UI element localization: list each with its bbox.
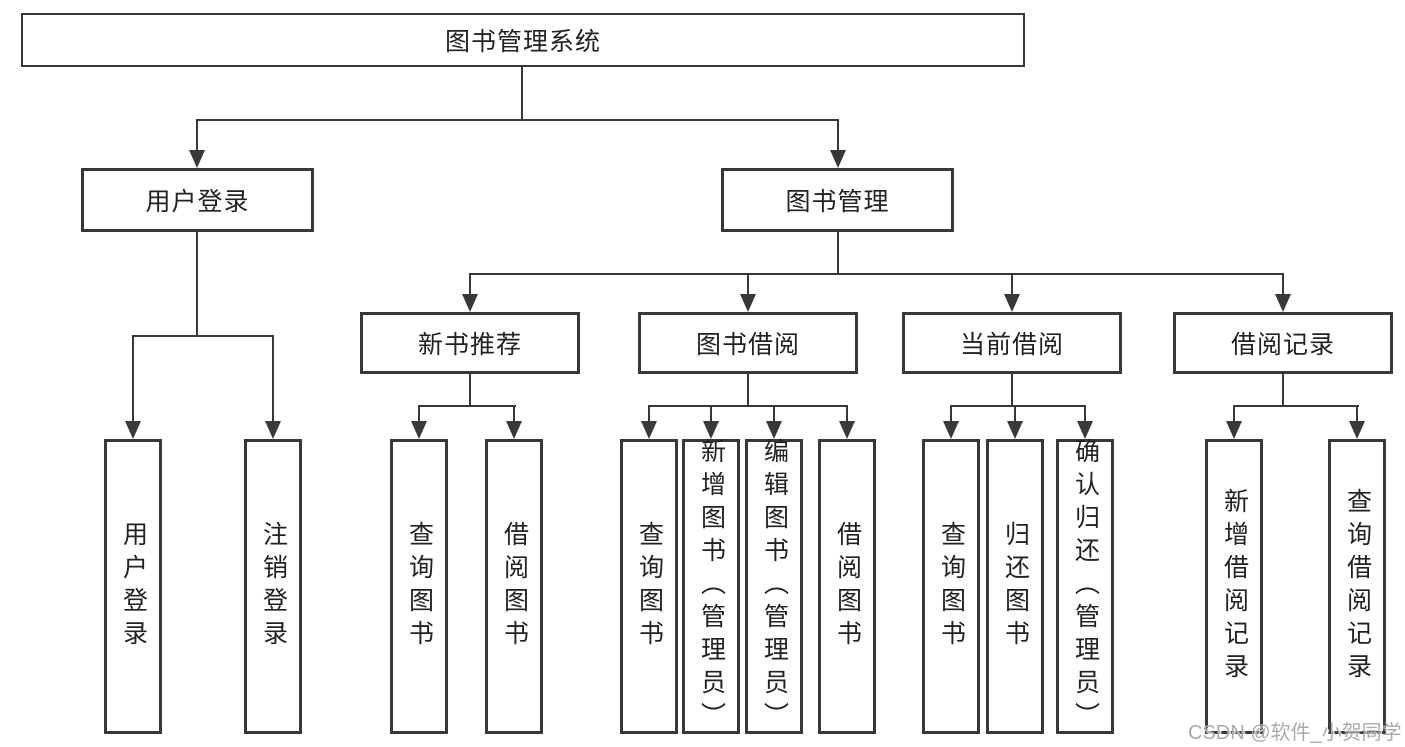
- leaf-query-books-recommend: 查询图书: [390, 439, 448, 734]
- leaf-edit-book-admin-label: 编辑图书（管理员）: [760, 438, 789, 735]
- connector-arrowhead: [411, 421, 427, 439]
- connector-arrowhead: [740, 294, 756, 312]
- connector-line: [469, 273, 471, 299]
- leaf-logout-label: 注销登录: [259, 520, 288, 653]
- leaf-edit-book-admin: 编辑图书（管理员）: [745, 438, 803, 735]
- connector-line: [773, 405, 775, 425]
- connector-arrowhead: [189, 150, 205, 168]
- connector-line: [272, 335, 274, 425]
- connector-arrowhead: [1077, 421, 1093, 439]
- connector-line: [418, 405, 516, 407]
- connector-line: [1233, 405, 1235, 425]
- connector-arrowhead: [641, 421, 657, 439]
- leaf-confirm-return-admin-label: 确认归还（管理员）: [1071, 438, 1100, 735]
- leaf-borrow-books-recommend: 借阅图书: [485, 439, 543, 734]
- connector-line: [1233, 405, 1359, 407]
- leaf-add-book-admin-label: 新增图书（管理员）: [697, 438, 726, 735]
- leaf-add-book-admin: 新增图书（管理员）: [682, 438, 740, 735]
- connector-line: [950, 405, 952, 425]
- connector-arrowhead: [462, 294, 478, 312]
- connector-line: [418, 405, 420, 425]
- connector-arrowhead: [766, 421, 782, 439]
- node-root: 图书管理系统: [21, 13, 1025, 67]
- connector-arrowhead: [506, 421, 522, 439]
- leaf-query-books-current: 查询图书: [922, 439, 980, 734]
- connector-line: [1282, 273, 1284, 299]
- connector-line: [196, 232, 198, 337]
- node-current-borrowing-label: 当前借阅: [959, 331, 1064, 359]
- connector-line: [513, 405, 515, 425]
- connector-arrowhead: [1004, 294, 1020, 312]
- connector-line: [469, 273, 1284, 275]
- connector-line: [837, 232, 839, 275]
- leaf-query-borrow-record-label: 查询借阅记录: [1343, 487, 1372, 686]
- connector-arrowhead: [839, 421, 855, 439]
- connector-line: [132, 335, 134, 425]
- leaf-user-login: 用户登录: [104, 439, 162, 734]
- connector-line: [132, 335, 274, 337]
- leaf-confirm-return-admin: 确认归还（管理员）: [1056, 438, 1114, 735]
- connector-line: [469, 374, 471, 407]
- connector-arrowhead: [703, 421, 719, 439]
- node-book-borrowing: 图书借阅: [638, 312, 858, 374]
- connector-arrowhead: [830, 150, 846, 168]
- leaf-query-books-recommend-label: 查询图书: [405, 520, 434, 653]
- node-borrow-records-label: 借阅记录: [1230, 331, 1335, 359]
- leaf-query-borrow-record: 查询借阅记录: [1328, 439, 1386, 734]
- node-root-label: 图书管理系统: [444, 28, 601, 56]
- connector-line: [196, 119, 839, 121]
- connector-arrowhead: [125, 421, 141, 439]
- connector-arrowhead: [1226, 421, 1242, 439]
- leaf-borrow-books-label: 借阅图书: [833, 520, 862, 653]
- connector-line: [837, 119, 839, 155]
- leaf-user-login-label: 用户登录: [119, 520, 148, 653]
- connector-arrowhead: [1349, 421, 1365, 439]
- connector-line: [710, 405, 712, 425]
- leaf-return-book: 归还图书: [986, 439, 1044, 734]
- leaf-query-books-borrowing: 查询图书: [620, 439, 678, 734]
- connector-arrowhead: [265, 421, 281, 439]
- connector-line: [648, 405, 848, 407]
- node-current-borrowing: 当前借阅: [902, 312, 1122, 374]
- node-user-login-label: 用户登录: [145, 188, 250, 216]
- node-new-book-recommend: 新书推荐: [360, 312, 580, 374]
- node-user-login: 用户登录: [81, 168, 314, 232]
- leaf-add-borrow-record-label: 新增借阅记录: [1220, 487, 1249, 686]
- connector-line: [1084, 405, 1086, 425]
- node-book-borrowing-label: 图书借阅: [695, 331, 800, 359]
- node-book-management-label: 图书管理: [785, 188, 890, 216]
- watermark: CSDN @软件_小贺同学: [1188, 722, 1402, 744]
- leaf-query-books-current-label: 查询图书: [937, 520, 966, 653]
- leaf-query-books-borrowing-label: 查询图书: [635, 520, 664, 653]
- leaf-return-book-label: 归还图书: [1001, 520, 1030, 653]
- connector-line: [1011, 374, 1013, 407]
- leaf-add-borrow-record: 新增借阅记录: [1205, 439, 1263, 734]
- connector-line: [747, 374, 749, 407]
- connector-arrowhead: [943, 421, 959, 439]
- connector-line: [521, 67, 523, 121]
- leaf-borrow-books: 借阅图书: [818, 439, 876, 734]
- connector-line: [648, 405, 650, 425]
- connector-line: [846, 405, 848, 425]
- leaf-borrow-books-recommend-label: 借阅图书: [500, 520, 529, 653]
- connector-line: [1356, 405, 1358, 425]
- connector-arrowhead: [1275, 294, 1291, 312]
- connector-line: [950, 405, 1086, 407]
- leaf-logout: 注销登录: [244, 439, 302, 734]
- connector-line: [196, 119, 198, 155]
- connector-line: [1282, 374, 1284, 407]
- node-new-book-recommend-label: 新书推荐: [417, 331, 522, 359]
- connector-line: [1014, 405, 1016, 425]
- node-book-management: 图书管理: [721, 168, 954, 232]
- connector-line: [747, 273, 749, 299]
- connector-arrowhead: [1007, 421, 1023, 439]
- connector-line: [1011, 273, 1013, 299]
- node-borrow-records: 借阅记录: [1173, 312, 1393, 374]
